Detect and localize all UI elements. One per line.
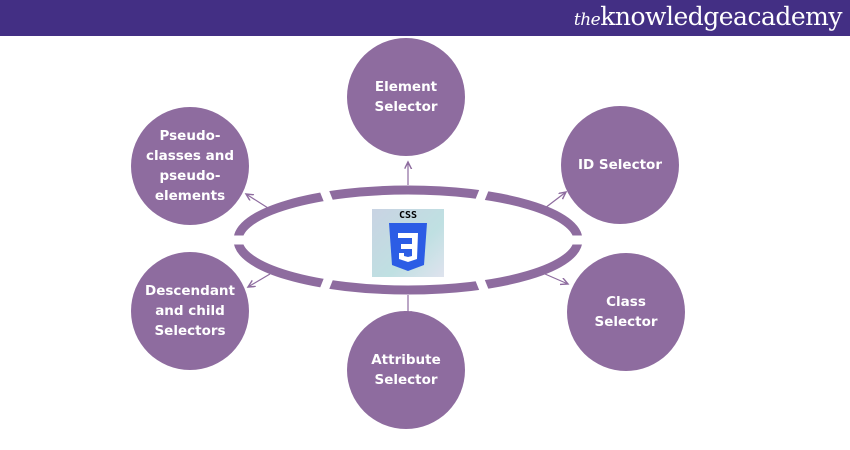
arrow-to-pseudo xyxy=(246,194,269,209)
node-class-selector: Class Selector xyxy=(567,253,685,371)
css3-logo: CSS xyxy=(372,209,444,277)
css-label: CSS xyxy=(398,210,418,221)
node-id-selector: ID Selector xyxy=(561,106,679,224)
brand-name-light: knowledge xyxy=(600,2,734,31)
ring-gaps xyxy=(230,178,590,302)
css3-shield-icon xyxy=(389,223,427,271)
arrows xyxy=(246,162,568,318)
arrow-to-descendant xyxy=(248,273,271,287)
arrow-to-class xyxy=(544,273,568,284)
node-descendant-selectors: Descendant and child Selectors xyxy=(131,252,249,370)
node-element-selector: Element Selector xyxy=(347,38,465,156)
brand-logo: theknowledgeacademy xyxy=(573,2,843,31)
node-attribute-selector: Attribute Selector xyxy=(347,311,465,429)
brand-name-bold: academy xyxy=(733,2,842,31)
node-pseudo-classes: Pseudo-classes and pseudo-elements xyxy=(131,107,249,225)
header-bar: theknowledgeacademy xyxy=(0,0,850,36)
arrow-to-id xyxy=(544,192,566,209)
brand-prefix: the xyxy=(573,10,601,30)
